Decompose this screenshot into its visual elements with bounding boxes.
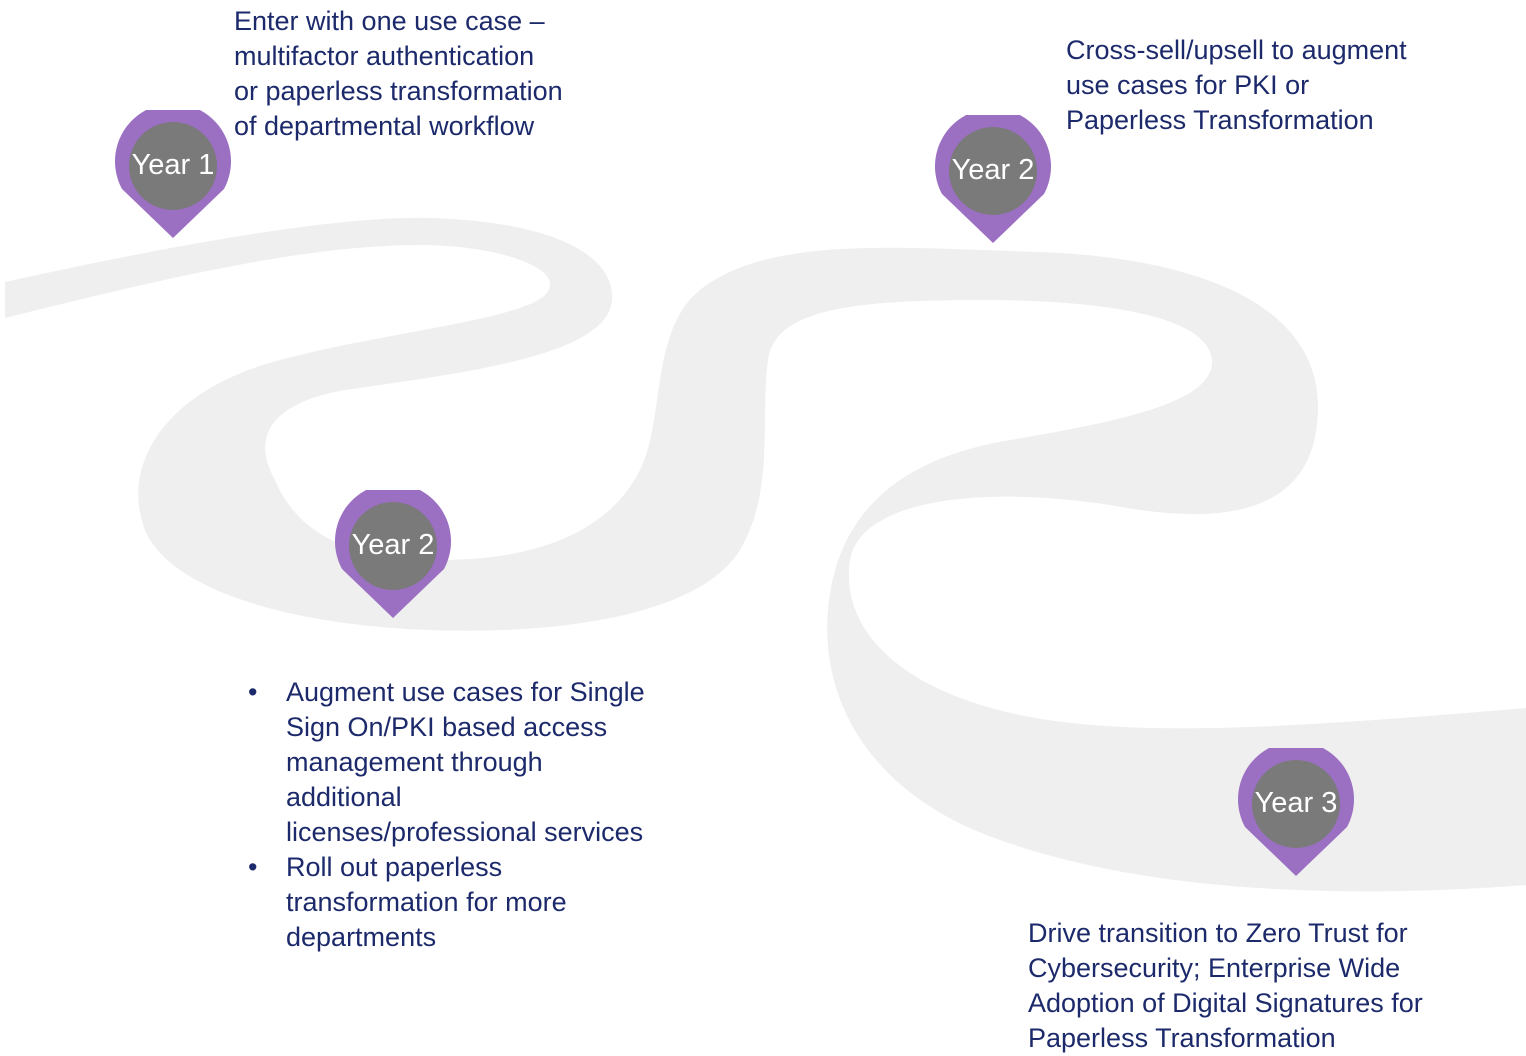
text-line: Cross-sell/upsell to augment: [1066, 35, 1407, 65]
bullet-icon: •: [248, 852, 258, 882]
text-line: departments: [286, 922, 437, 952]
text-line: multifactor authentication: [234, 41, 535, 71]
text-line: Cybersecurity; Enterprise Wide: [1028, 953, 1401, 983]
milestone-pin-year-2-a: Year 2: [333, 490, 453, 620]
text-line: Paperless Transformation: [1028, 1023, 1336, 1053]
map-pin-center: [129, 122, 217, 210]
text-line: Enter with one use case –: [234, 6, 545, 36]
milestone-pin-year-2-b: Year 2: [933, 115, 1053, 245]
text-line: Augment use cases for Single: [286, 677, 645, 707]
milestone-pin-year-1: Year 1: [113, 110, 233, 240]
text-line: management through: [286, 747, 543, 777]
map-pin-center: [1252, 760, 1340, 848]
text-line: additional: [286, 782, 402, 812]
text-line: transformation for more: [286, 887, 567, 917]
text-line: licenses/professional services: [286, 817, 644, 847]
text-line: Drive transition to Zero Trust for: [1028, 918, 1408, 948]
text-line: or paperless transformation: [234, 76, 563, 106]
text-line: Roll out paperless: [286, 852, 503, 882]
milestone-pin-year-3: Year 3: [1236, 748, 1356, 878]
text-line: use cases for PKI or: [1066, 70, 1310, 100]
map-pin-center: [949, 127, 1037, 215]
milestone-description-year-3: Drive transition to Zero Trust for Cyber…: [1028, 916, 1423, 1056]
milestone-label: Year 2: [951, 154, 1035, 186]
road-path: [5, 217, 1526, 892]
milestone-label: Year 3: [1254, 787, 1338, 819]
text-line: of departmental workflow: [234, 111, 535, 141]
text-line: Sign On/PKI based access: [286, 712, 608, 742]
milestone-description-year-2-a: • Augment use cases for Single Sign On/P…: [248, 675, 645, 955]
milestone-label: Year 2: [351, 529, 435, 561]
bullet-icon: •: [248, 677, 258, 707]
milestone-label: Year 1: [131, 149, 215, 181]
text-line: Paperless Transformation: [1066, 105, 1374, 135]
bullet-item: • Augment use cases for Single Sign On/P…: [248, 675, 645, 850]
text-line: Adoption of Digital Signatures for: [1028, 988, 1423, 1018]
bullet-item: • Roll out paperless transformation for …: [248, 850, 645, 955]
milestone-description-year-1: Enter with one use case – multifactor au…: [234, 4, 563, 144]
milestone-description-year-2-b: Cross-sell/upsell to augment use cases f…: [1066, 33, 1407, 138]
map-pin-center: [349, 502, 437, 590]
